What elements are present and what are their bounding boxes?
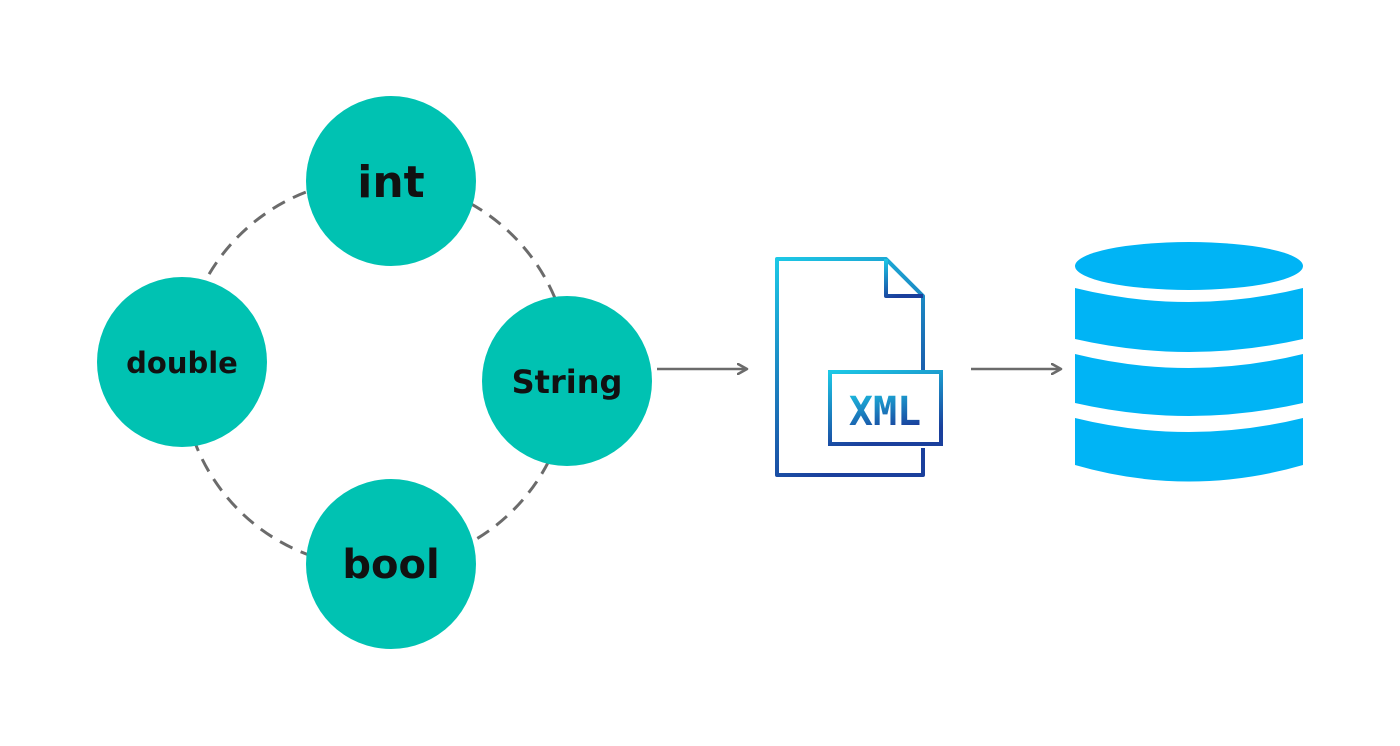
type-node-string: String (482, 296, 652, 466)
node-circle (306, 479, 476, 649)
type-node-double: double (97, 277, 267, 447)
node-circle (482, 296, 652, 466)
database-layer-3 (1075, 418, 1303, 482)
type-label-bool: bool (342, 542, 439, 588)
type-label-double: double (126, 346, 238, 380)
node-circle (97, 277, 267, 447)
database-layer-1 (1075, 288, 1303, 352)
file-corner-fold (884, 259, 923, 298)
xml-file-icon: XML (775, 257, 943, 477)
database-layer-2 (1075, 354, 1303, 416)
type-label-string: String (512, 363, 623, 401)
database-icon (1075, 242, 1303, 482)
xml-badge-box (828, 370, 943, 446)
type-node-bool: bool (306, 479, 476, 649)
type-node-int: int (306, 96, 476, 266)
node-circle (306, 96, 476, 266)
type-label-int: int (357, 157, 424, 208)
database-top (1075, 242, 1303, 290)
xml-badge-label: XML (849, 389, 921, 435)
